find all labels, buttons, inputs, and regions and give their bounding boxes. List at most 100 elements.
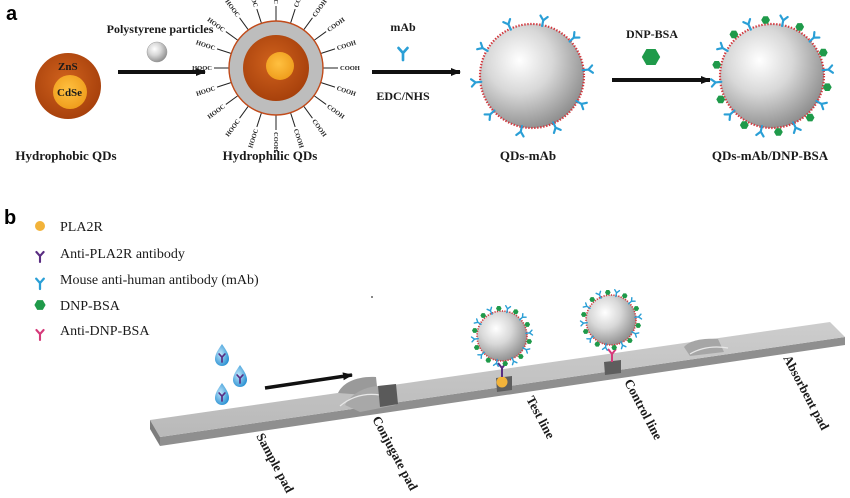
absorbent-pad — [684, 338, 729, 356]
label-qds-mab: QDs-mAb — [500, 148, 556, 163]
control-line-complex — [579, 288, 643, 362]
legend-mab-antibody-icon — [35, 277, 45, 291]
label-absorbent-pad: Absorbent pad — [780, 352, 832, 433]
cooh-label: HOOC — [206, 103, 226, 121]
flow-arrow — [264, 372, 353, 390]
ligand-chain — [313, 31, 327, 41]
cooh-label: HOOC — [247, 128, 260, 149]
test-line-complex — [470, 304, 534, 388]
dnp-bsa-hexagon-icon — [480, 313, 486, 318]
dnp-bsa-hexagon-icon — [605, 289, 611, 295]
control-line — [604, 360, 621, 375]
dnp-bsa-hexagon-icon — [472, 328, 478, 333]
ligand-chain — [320, 48, 336, 54]
cooh-label: HOOC — [192, 65, 212, 72]
dnp-bsa-hexagon-icon — [621, 293, 628, 299]
label-edc-nhs: EDC/NHS — [376, 89, 430, 103]
label-hydrophobic-qds: Hydrophobic QDs — [15, 148, 116, 163]
cooh-label: COOH — [310, 118, 327, 138]
ligand-chain — [290, 112, 296, 128]
cooh-label: COOH — [325, 103, 345, 120]
dnp-bsa-hexagon-icon — [805, 113, 815, 122]
legend-label-anti-pla2r: Anti-PLA2R antibody — [60, 247, 185, 262]
label-hydrophilic-qds: Hydrophilic QDs — [223, 148, 318, 163]
label-polystyrene-particles: Polystyrene particles — [107, 22, 214, 36]
cooh-label: COOH — [326, 16, 346, 33]
ligand-chain — [303, 105, 313, 119]
label-qds-mab-dnp-bsa: QDs-mAb/DNP-BSA — [712, 148, 829, 163]
ligand-chain — [303, 17, 313, 31]
legend-anti-dnp-bsa-icon — [35, 328, 45, 342]
cooh-label: COOH — [336, 39, 357, 52]
cdse-label: CdSe — [57, 87, 82, 99]
cooh-label: COOH — [272, 132, 279, 152]
dnp-bsa-hexagon-icon — [761, 16, 770, 24]
ligand-chain — [216, 48, 232, 54]
cooh-label: COOH — [340, 65, 360, 72]
legend-label-anti-dnp-bsa: Anti-DNP-BSA — [60, 324, 150, 339]
cooh-label: HOOC — [195, 39, 216, 52]
legend-dnp-bsa-hexagon-icon — [34, 300, 46, 310]
ligand-chain — [239, 105, 249, 119]
cooh-label: HOOC — [224, 118, 242, 138]
dnp-bsa-hexagon-icon — [496, 305, 502, 311]
ligand-chain — [320, 82, 336, 88]
cooh-label: HOOC — [223, 0, 241, 19]
cooh-label: HOOC — [195, 85, 216, 98]
dnp-bsa-hexagon-icon — [729, 30, 739, 39]
ligand-chain — [290, 8, 296, 24]
hydrophobic-qd: ZnS CdSe — [35, 53, 101, 119]
dnp-bsa-hexagon-icon — [512, 309, 519, 315]
legend-label-pla2r: PLA2R — [60, 220, 103, 235]
legend-pla2r-dot-icon — [35, 221, 45, 231]
dnp-bsa-hexagon-icon — [526, 339, 532, 344]
dnp-bsa-hexagon-icon — [774, 128, 783, 136]
ligand-chain — [256, 8, 262, 24]
ligand-chain — [313, 95, 327, 105]
zns-label: ZnS — [58, 61, 78, 73]
sample-drops — [215, 344, 247, 405]
ligand-chain — [216, 82, 232, 88]
polystyrene-particle-icon — [146, 41, 168, 63]
cooh-label: COOH — [336, 85, 357, 98]
cooh-label: COOH — [311, 0, 328, 19]
pla2r-dot-icon — [496, 376, 508, 388]
ligand-chain — [225, 95, 239, 105]
sample-drop-icon — [215, 344, 229, 366]
cooh-label: COOH — [293, 0, 306, 8]
panel-letter-b: b — [4, 207, 16, 229]
conjugate-pad — [338, 376, 398, 412]
sample-drop-icon — [215, 383, 229, 405]
ligand-chain — [225, 31, 239, 41]
mab-antibody-icon — [397, 46, 409, 62]
cooh-label: COOH — [292, 128, 305, 149]
label-sample-pad: Sample pad — [253, 430, 297, 495]
label-mab: mAb — [390, 20, 416, 34]
label-test-line: Test line — [523, 393, 558, 441]
dnp-bsa-hexagon-icon — [589, 297, 595, 302]
dnp-bsa-hexagon-icon — [635, 323, 641, 328]
dnp-bsa-hexagon-icon — [641, 49, 661, 65]
hydrophilic-qd: COOHCOOHCOOHCOOHCOOHCOOHHOOCHOOCHOOCHOOC… — [192, 0, 360, 152]
label-dnp-bsa-step: DNP-BSA — [626, 27, 678, 41]
qds-mab-dnp-particle — [709, 14, 835, 138]
legend-label-mab: Mouse anti-human antibody (mAb) — [60, 273, 259, 288]
stray-dot — [371, 296, 373, 298]
dnp-bsa-hexagon-icon — [818, 48, 828, 57]
cooh-label: HOOC — [272, 0, 279, 4]
label-conjugate-pad: Conjugate pad — [369, 413, 421, 493]
legend-anti-pla2r-antibody-icon — [35, 250, 45, 264]
dnp-bsa-hexagon-icon — [822, 83, 832, 92]
sample-drop-icon — [233, 365, 247, 387]
dnp-bsa-hexagon-icon — [581, 312, 587, 317]
legend: PLA2R Anti-PLA2R antibody Mouse anti-hum… — [34, 220, 259, 342]
label-control-line: Control line — [621, 376, 666, 442]
dnp-bsa-hexagon-icon — [739, 121, 749, 129]
ligand-chain — [256, 112, 262, 128]
qds-mab-particle — [469, 14, 595, 138]
legend-label-dnp-bsa: DNP-BSA — [60, 299, 121, 314]
cooh-label: HOOC — [246, 0, 259, 9]
panel-letter-a: a — [6, 3, 18, 25]
ligand-chain — [239, 17, 249, 31]
